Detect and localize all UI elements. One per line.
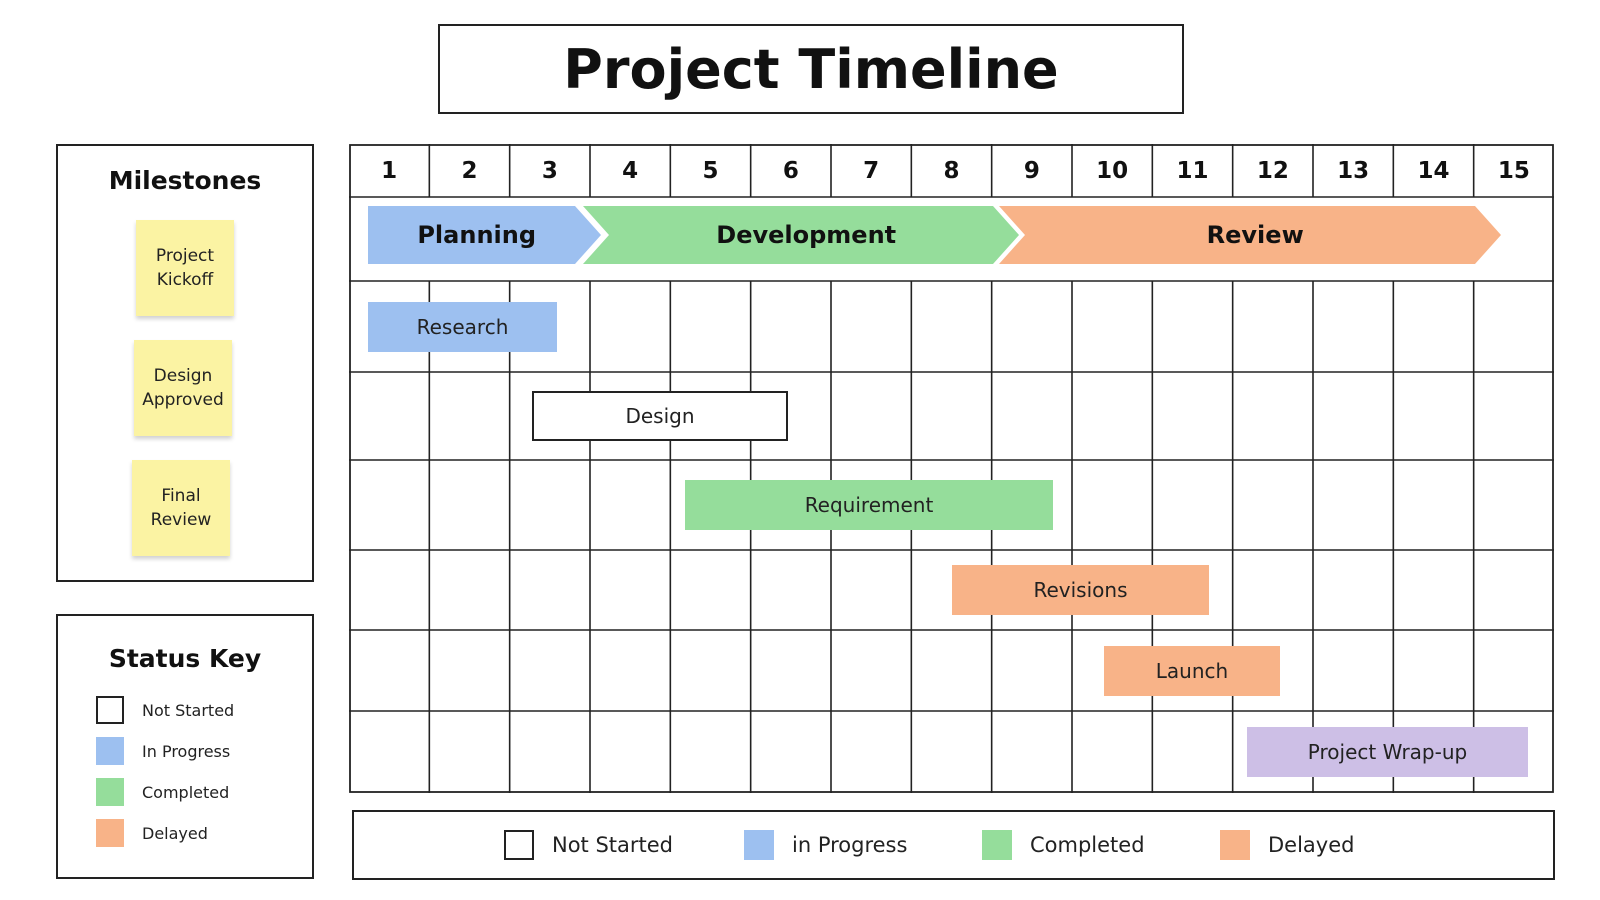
page-title: Project Timeline <box>563 37 1059 101</box>
phase-arrows <box>368 206 1501 264</box>
delayed-swatch <box>96 819 124 847</box>
phase-label-planning: Planning <box>417 221 537 249</box>
grid-border <box>349 144 1554 793</box>
completed-swatch <box>982 830 1012 860</box>
phase-chevron-planning <box>368 206 601 264</box>
task-bar-research[interactable]: Research <box>368 301 557 352</box>
bottom-legend-in-progress: in Progress <box>744 830 907 860</box>
column-header-2: 2 <box>461 157 478 184</box>
task-bar-design[interactable]: Design <box>532 391 788 441</box>
bottom-legend-label: in Progress <box>792 833 908 857</box>
bottom-legend: Not Started in Progress Completed Delaye… <box>352 810 1555 880</box>
column-header-8: 8 <box>943 157 960 184</box>
column-header-3: 3 <box>541 157 558 184</box>
phase-label-review: Review <box>1206 221 1304 249</box>
column-header-14: 14 <box>1417 157 1450 184</box>
phase-label-development: Development <box>716 221 897 249</box>
status-key-label: Delayed <box>142 823 208 843</box>
status-key-not-started: Not Started <box>96 696 234 724</box>
status-key-label: Not Started <box>142 700 235 720</box>
column-header-13: 13 <box>1337 157 1370 184</box>
bottom-legend-label: Delayed <box>1268 833 1355 857</box>
bottom-legend-not-started: Not Started <box>504 830 673 860</box>
in-progress-swatch <box>744 830 774 860</box>
status-key-label: Completed <box>142 782 230 802</box>
milestones-panel: Milestones Project Kickoff Design Approv… <box>56 144 314 582</box>
column-header-12: 12 <box>1256 157 1289 184</box>
column-header-1: 1 <box>381 157 398 184</box>
column-header-9: 9 <box>1023 157 1040 184</box>
not-started-swatch <box>504 830 534 860</box>
task-bar-revisions[interactable]: Revisions <box>952 565 1209 615</box>
column-header-6: 6 <box>782 157 799 184</box>
column-header-10: 10 <box>1096 157 1129 184</box>
milestone-sticky-final-review: Final Review <box>132 460 230 556</box>
not-started-swatch <box>96 696 124 724</box>
bottom-legend-label: Completed <box>1030 833 1145 857</box>
title-box: Project Timeline <box>438 24 1184 114</box>
status-key-heading: Status Key <box>108 644 262 673</box>
column-header-5: 5 <box>702 157 719 184</box>
status-key-panel: Status Key Not Started In Progress Compl… <box>56 614 314 879</box>
milestone-sticky-kickoff: Project Kickoff <box>136 220 234 316</box>
in-progress-swatch <box>96 737 124 765</box>
phase-chevron-review <box>999 206 1501 264</box>
milestone-sticky-design-approved: Design Approved <box>134 340 232 436</box>
delayed-swatch <box>1220 830 1250 860</box>
status-key-in-progress: In Progress <box>96 737 230 765</box>
column-header-7: 7 <box>863 157 880 184</box>
milestones-heading: Milestones <box>108 166 262 195</box>
column-header-11: 11 <box>1176 157 1209 184</box>
task-bar-project-wrap-up[interactable]: Project Wrap-up <box>1247 727 1528 777</box>
task-bar-requirement[interactable]: Requirement <box>685 480 1053 530</box>
column-header-4: 4 <box>622 157 639 184</box>
status-key-delayed: Delayed <box>96 819 208 847</box>
bottom-legend-delayed: Delayed <box>1220 830 1354 860</box>
bottom-legend-completed: Completed <box>982 830 1145 860</box>
bottom-legend-label: Not Started <box>552 833 674 857</box>
task-bar-launch[interactable]: Launch <box>1104 645 1280 696</box>
phase-chevron-development <box>583 206 1019 264</box>
status-key-completed: Completed <box>96 778 229 806</box>
status-key-label: In Progress <box>142 741 231 761</box>
grid-lines <box>349 144 1554 793</box>
column-header-15: 15 <box>1497 157 1530 184</box>
completed-swatch <box>96 778 124 806</box>
